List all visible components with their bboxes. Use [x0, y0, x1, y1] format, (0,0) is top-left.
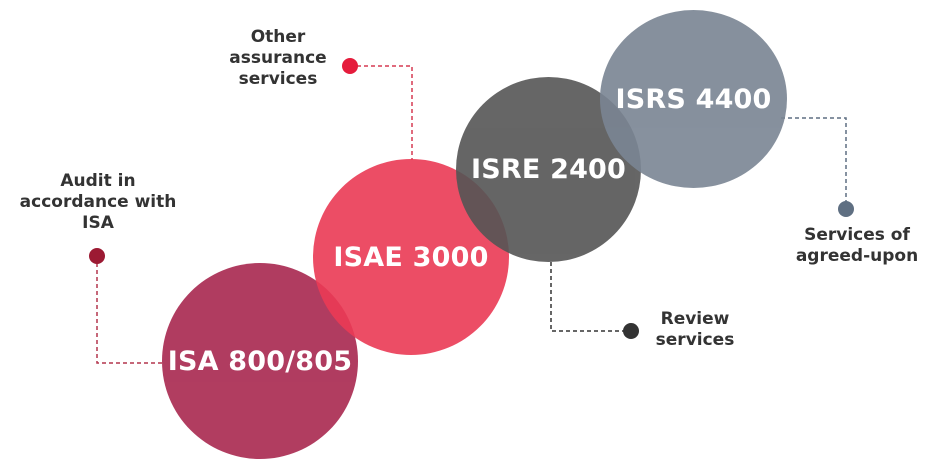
- circle-label-isa: ISA 800/805: [167, 345, 353, 377]
- label-other-assurance: Other assurance services: [229, 27, 327, 89]
- connector-agreed: [781, 117, 847, 209]
- dot-agreed: [838, 201, 854, 217]
- circle-label-isre: ISRE 2400: [470, 154, 627, 185]
- circle-label-isae: ISAE 3000: [333, 241, 489, 273]
- circle-label-isrs: ISRS 4400: [615, 83, 772, 115]
- circle-isrs-4400: ISRS 4400: [600, 10, 787, 188]
- connector-audit: [96, 256, 164, 364]
- dot-other: [342, 58, 358, 74]
- connector-other: [350, 65, 413, 160]
- label-review-services: Review services: [655, 309, 735, 350]
- dot-review: [623, 323, 639, 339]
- label-agreed-upon: Services of agreed-upon: [795, 225, 919, 266]
- label-audit: Audit in accordance with ISA: [19, 171, 177, 233]
- connector-review: [550, 262, 631, 332]
- circle-isa-800-805: ISA 800/805: [162, 263, 358, 459]
- dot-audit: [89, 248, 105, 264]
